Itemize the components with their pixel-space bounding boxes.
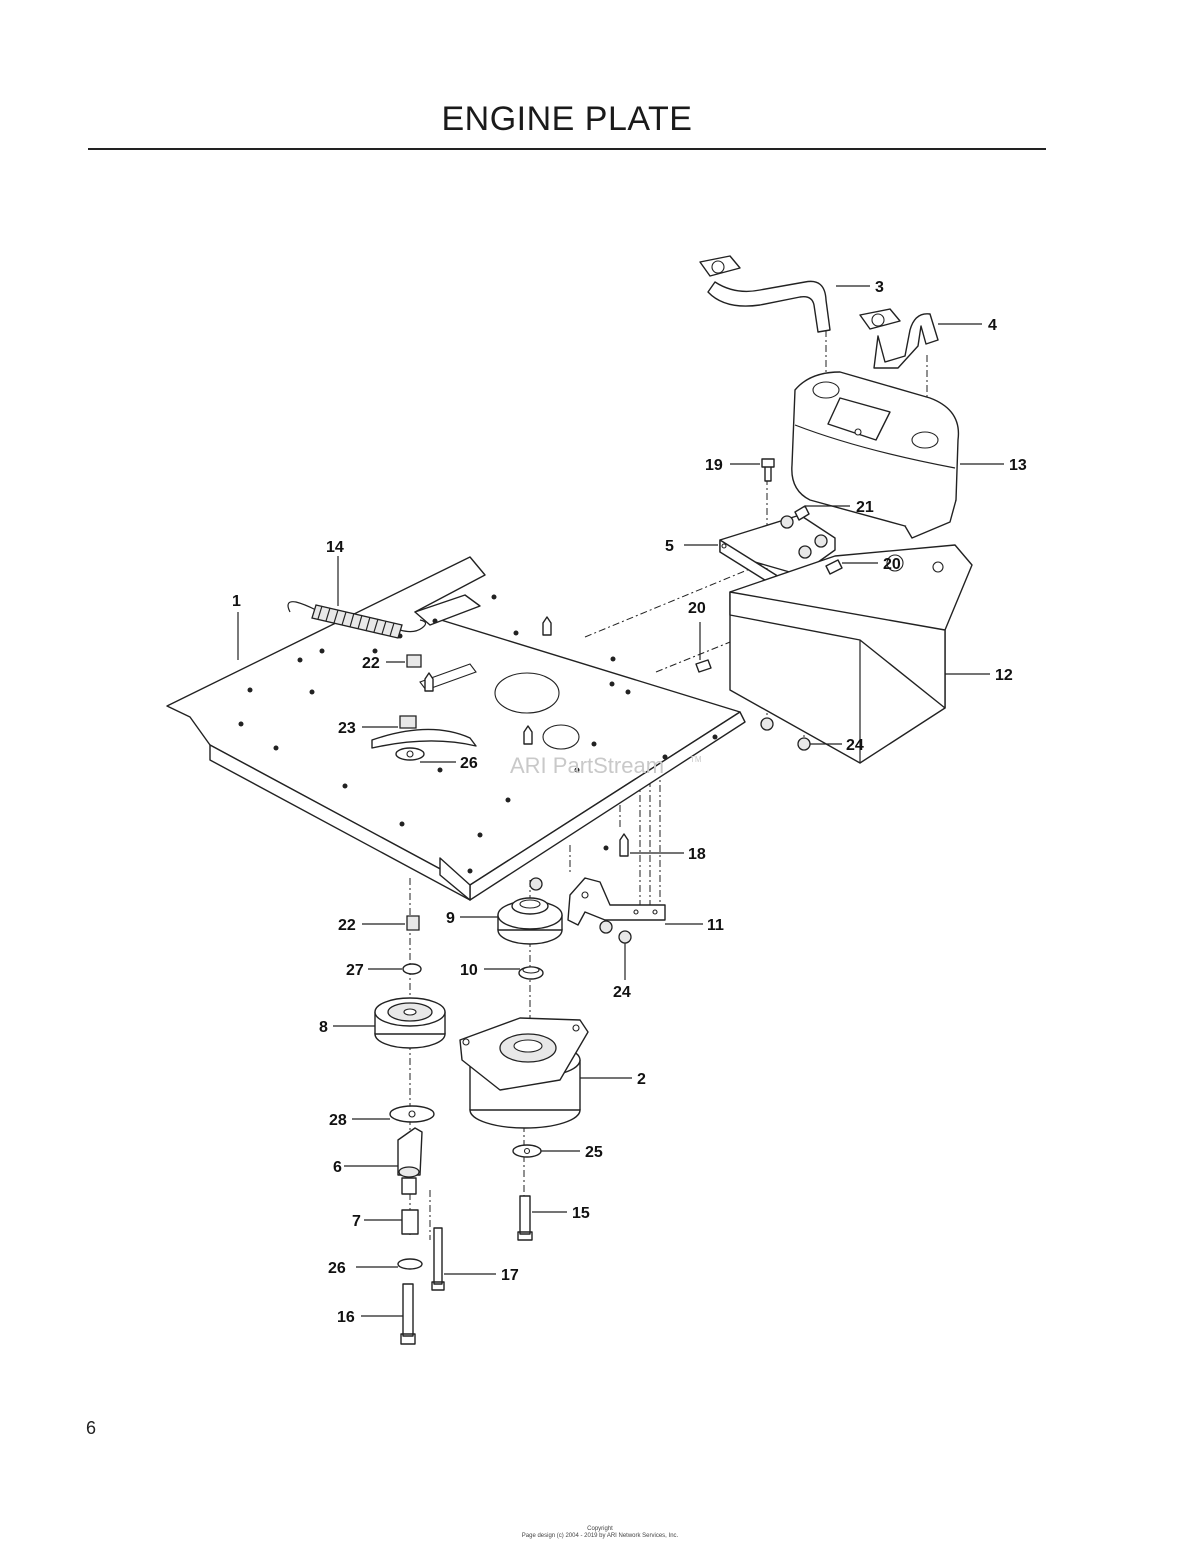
callout-8: 8 [319,1019,328,1036]
callout-2: 2 [637,1071,646,1088]
idler-arm-assembly [389,1105,542,1345]
watermark-tm: TM [690,755,702,764]
callout-16: 16 [337,1309,355,1326]
pulley-part-9 [497,897,563,945]
idler-pulley-part-8 [374,997,446,1049]
page-title: ENGINE PLATE [441,100,693,138]
watermark: ARI PartStream [510,753,664,778]
footer-line-1: Copyright [587,1526,613,1532]
copyright-footer: Copyright Page design (c) 2004 - 2019 by… [0,1526,1200,1540]
callout-26-upper: 26 [460,755,478,772]
callout-1: 1 [232,593,241,610]
callout-20-lower: 20 [688,600,706,617]
callout-20-upper: 20 [883,556,901,573]
callout-24-upper: 24 [846,737,864,754]
callout-19: 19 [705,457,723,474]
callout-5: 5 [665,538,674,555]
callout-11: 11 [707,917,724,934]
callout-labels: 3 4 13 19 21 5 20 20 12 24 14 1 22 23 26… [232,279,1027,1326]
callout-26-lower: 26 [328,1260,346,1277]
spacer-part-10 [518,966,544,980]
callout-12: 12 [995,667,1013,684]
callout-24-lower: 24 [613,984,631,1001]
callout-6: 6 [333,1159,342,1176]
callout-3: 3 [875,279,884,296]
callout-10: 10 [460,962,478,979]
callout-15: 15 [572,1205,590,1222]
callout-27: 27 [346,962,364,979]
callout-14: 14 [326,539,344,556]
callout-4: 4 [988,317,997,334]
callout-18: 18 [688,846,706,863]
callout-13: 13 [1009,457,1027,474]
callout-17: 17 [501,1267,519,1284]
spring-part-14 [287,601,427,639]
callout-9: 9 [446,910,455,927]
page-number: 6 [86,1418,97,1438]
heat-shield-part-12 [729,544,973,764]
exhaust-pipe-part-3 [699,255,831,333]
callout-28: 28 [329,1112,347,1129]
muffler-part-13 [791,371,960,539]
exhaust-pipe-part-4 [859,308,939,369]
hardware-bolts-nuts [395,458,843,975]
callout-21: 21 [856,499,874,516]
engine-plate-part-1 [166,556,746,901]
footer-line-2: Page design (c) 2004 - 2019 by ARI Netwo… [521,1533,679,1539]
callout-7: 7 [352,1213,361,1230]
callout-22-lower: 22 [338,917,356,934]
callout-23: 23 [338,720,356,737]
callout-25: 25 [585,1144,603,1161]
callout-22-upper: 22 [362,655,380,672]
clutch-bracket-part-11 [567,877,666,926]
leader-lines [237,285,1004,1317]
electric-clutch-part-2 [459,1017,589,1129]
title-rule [88,148,1046,150]
